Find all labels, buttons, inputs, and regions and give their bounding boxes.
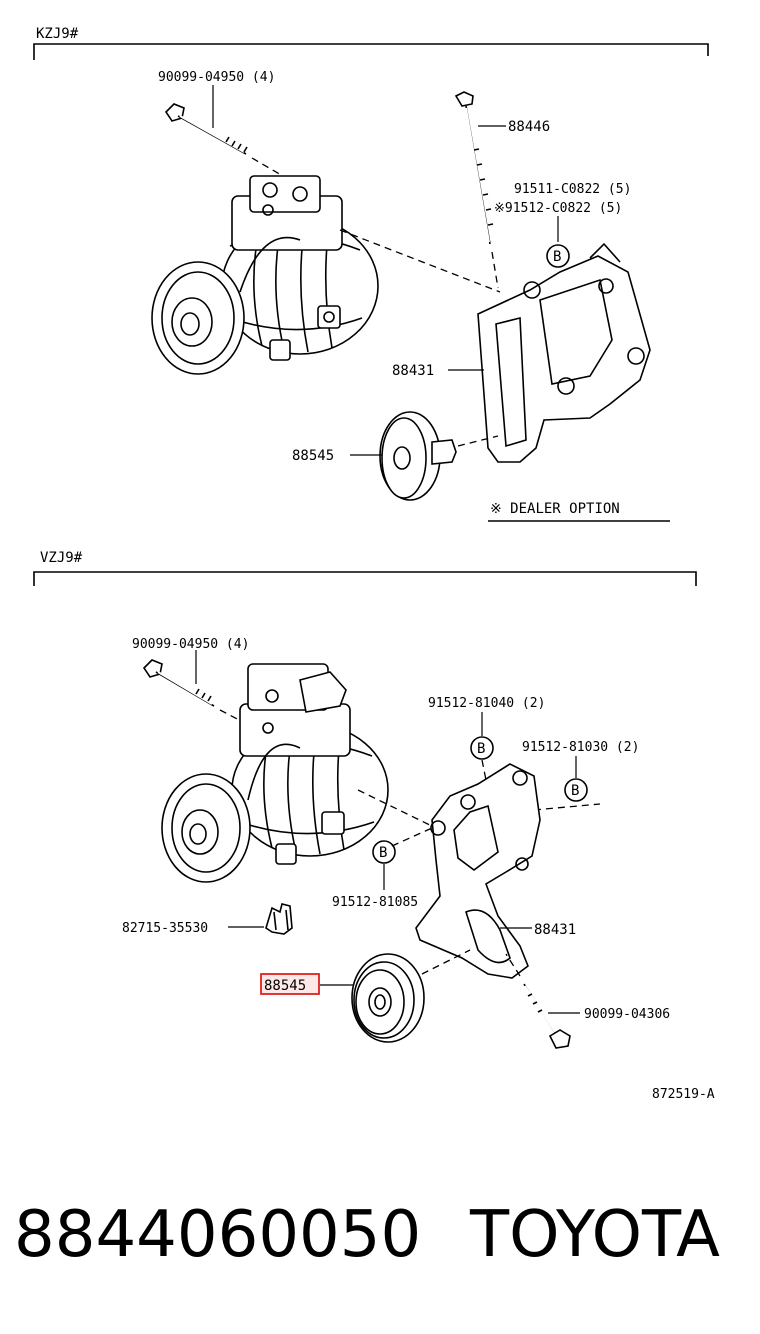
label-long-bolt-kzj9[interactable]: 88446 [508,119,550,135]
label-bolt-vzj9[interactable]: 90099-04950 (4) [132,637,249,652]
bracket-icon[interactable] [477,242,651,463]
section-title-kzj9: KZJ9# [36,26,79,42]
label-pulley-bolt-vzj9[interactable]: 90099-04306 [584,1007,670,1022]
label-pulley-kzj9[interactable]: 88545 [292,448,334,464]
bolt-icon[interactable] [142,659,215,707]
bolt-icon[interactable] [523,983,571,1049]
section-vzj9: VZJ9# 90099-04950 (4) [33,550,715,1102]
section-frame-vzj9 [33,571,697,586]
bracket-icon[interactable] [415,763,541,979]
marker-b: B [553,249,561,265]
marker-b-circle [546,244,570,268]
marker-b-circle [470,736,494,760]
label-bracket-kzj9[interactable]: 88431 [392,363,434,379]
section-kzj9: KZJ9# 90099-04950 (4) 88446 91511-C0822 … [33,26,709,522]
guide-line [391,827,433,847]
label-bracket-vzj9[interactable]: 88431 [534,922,576,938]
marker-b: B [571,783,579,799]
long-bolt-icon[interactable] [454,91,494,245]
marker-b-circle [372,840,396,864]
brand-name: TOYOTA [469,1198,720,1272]
guide-line [339,229,501,293]
guide-line [505,953,521,977]
label-clip-vzj9[interactable]: 82715-35530 [122,921,208,936]
clip-icon[interactable] [265,903,293,935]
label-bolt-kzj9[interactable]: 90099-04950 (4) [158,70,275,85]
guide-line [357,789,441,831]
label-bolt-b-vzj9[interactable]: 91512-81030 (2) [522,740,639,755]
bolt-icon[interactable] [164,103,248,155]
section-title-vzj9: VZJ9# [40,550,83,566]
idler-pulley-icon[interactable] [379,411,457,501]
guide-line [457,435,499,447]
ac-compressor-icon[interactable] [161,663,389,883]
guide-line [421,949,471,975]
guide-line [491,251,499,289]
footer: 8844060050 TOYOTA [14,1198,720,1272]
ac-compressor-icon[interactable] [151,175,379,375]
marker-b: B [477,741,485,757]
highlight-box [260,973,320,995]
section-frame-kzj9 [33,43,709,60]
marker-b: B [379,845,387,861]
part-number: 8844060050 [14,1198,421,1272]
label-bolt-c-vzj9[interactable]: 91512-81085 [332,895,418,910]
label-bolt-a-vzj9[interactable]: 91512-81040 (2) [428,696,545,711]
guide-line [533,803,601,811]
figure-id: 872519-A [652,1087,715,1102]
dealer-option-note: ※ DEALER OPTION [490,501,620,517]
guide-line [251,157,301,187]
label-bolt-a-kzj9[interactable]: 91511-C0822 (5) [514,182,631,197]
label-bolt-b-kzj9[interactable]: ※91512-C0822 (5) [494,201,622,216]
label-pulley-vzj9[interactable]: 88545 [264,978,306,994]
marker-b-circle [564,778,588,802]
idler-pulley-icon[interactable] [351,953,425,1043]
